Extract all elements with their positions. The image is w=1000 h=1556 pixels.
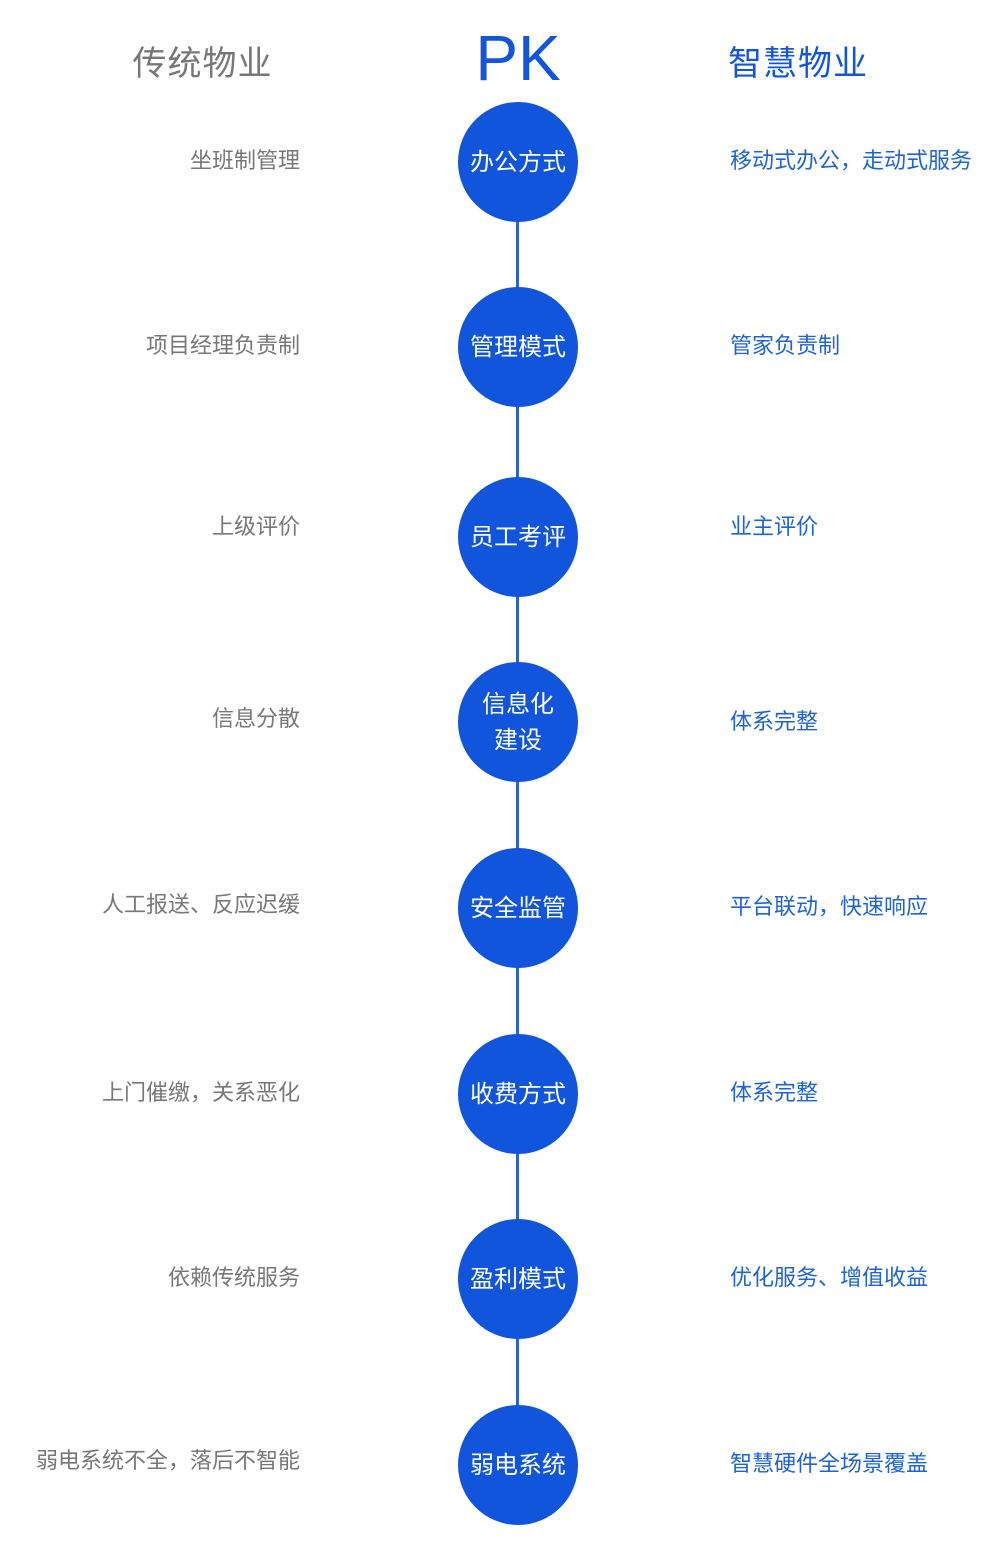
row-1-smart: 移动式办公，走动式服务: [730, 149, 973, 174]
row-5-smart: 平台联动，快速响应: [730, 895, 929, 920]
row-4-smart: 体系完整: [730, 710, 819, 735]
timeline-spine: [516, 160, 519, 1466]
row-7-traditional: 依赖传统服务: [167, 1266, 300, 1291]
row-2-smart: 管家负责制: [730, 334, 841, 359]
heading-traditional: 传统物业: [132, 44, 273, 84]
row-8-smart: 智慧硬件全场景覆盖: [730, 1452, 929, 1477]
row-6-traditional: 上门催缴，关系恶化: [101, 1081, 300, 1106]
row-1-traditional: 坐班制管理: [189, 149, 300, 174]
row-3-smart: 业主评价: [730, 515, 819, 540]
row-6-node: 收费方式: [458, 1034, 578, 1154]
row-8-node: 弱电系统: [458, 1405, 578, 1525]
row-5-traditional: 人工报送、反应迟缓: [101, 893, 300, 918]
row-3-traditional: 上级评价: [211, 515, 300, 540]
heading-pk: PK: [475, 22, 561, 94]
row-4-node: 信息化 建设: [458, 662, 578, 782]
row-2-node: 管理模式: [458, 287, 578, 407]
heading-smart: 智慧物业: [728, 44, 868, 84]
row-4-traditional: 信息分散: [211, 707, 300, 732]
row-1-node: 办公方式: [458, 102, 578, 222]
row-7-node: 盈利模式: [458, 1219, 578, 1339]
row-2-traditional: 项目经理负责制: [145, 334, 300, 359]
row-3-node: 员工考评: [458, 477, 578, 597]
row-8-traditional: 弱电系统不全，落后不智能: [35, 1449, 300, 1474]
row-5-node: 安全监管: [458, 848, 578, 968]
row-6-smart: 体系完整: [730, 1081, 819, 1106]
row-7-smart: 优化服务、增值收益: [730, 1266, 929, 1291]
